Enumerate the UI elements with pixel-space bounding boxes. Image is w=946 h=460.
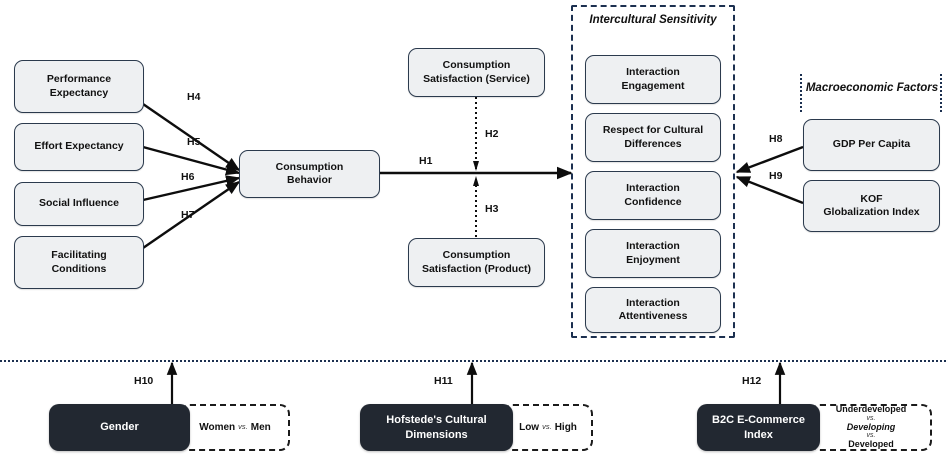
node-performance-expectancy[interactable]: Performance Expectancy (14, 60, 144, 113)
node-consumption-satisfaction-product[interactable]: Consumption Satisfaction (Product) (408, 238, 545, 287)
moderator-vs: vs. (542, 421, 552, 431)
node-respect-for-cultural-differences[interactable]: Respect for Cultural Differences (585, 113, 721, 162)
node-label-line2: Expectancy (49, 86, 109, 99)
label-h5: H5 (187, 136, 201, 148)
node-label-line1: Respect for Cultural (602, 124, 704, 137)
label-h7: H7 (181, 209, 195, 221)
node-label-line2: Globalization Index (823, 206, 920, 218)
node-label-line1: Interaction (626, 240, 680, 253)
moderator-gender[interactable]: Gender (49, 404, 190, 451)
node-interaction-engagement[interactable]: Interaction Engagement (585, 55, 721, 104)
node-label-line1: Consumption (442, 249, 511, 262)
group-border-left-macroeconomic (800, 74, 802, 112)
moderator-vs-2: vs. (866, 432, 876, 440)
node-label-line2: Behavior (287, 174, 332, 186)
node-label-line1: Interaction (626, 66, 680, 79)
edge-h8 (735, 145, 804, 174)
moderator-level-2: Developing (846, 421, 896, 432)
node-label-line2: Enjoyment (626, 253, 680, 266)
moderator-level-1: Underdeveloped (835, 403, 907, 414)
node-consumption-satisfaction-service[interactable]: Consumption Satisfaction (Service) (408, 48, 545, 97)
moderator-separator-line (0, 360, 946, 362)
moderator-hofstede-cultural-dimensions[interactable]: Hofstede's Cultural Dimensions (360, 404, 513, 451)
moderator-label-line1: Hofstede's Cultural (386, 414, 487, 427)
group-intercultural-sensitivity (571, 5, 735, 338)
node-label-line2: Confidence (624, 195, 682, 208)
moderator-level-1: Women (199, 421, 236, 433)
group-title-line2: Factors (896, 82, 939, 94)
moderator-levels-b2c-ecommerce-index: Underdeveloped vs. Developing vs. Develo… (810, 404, 932, 451)
group-title-intercultural-sensitivity: Intercultural Sensitivity (575, 13, 731, 27)
node-interaction-enjoyment[interactable]: Interaction Enjoyment (585, 229, 721, 278)
moderator-vs-1: vs. (866, 414, 876, 422)
moderator-label-line1: Gender (100, 421, 139, 434)
label-h9: H9 (769, 170, 783, 182)
node-effort-expectancy[interactable]: Effort Expectancy (14, 123, 144, 171)
label-h6: H6 (181, 171, 195, 183)
node-label-line2: Differences (624, 137, 682, 150)
node-label-line1: Social Influence (39, 197, 119, 210)
label-h3: H3 (485, 203, 499, 215)
node-label-line2: Engagement (621, 79, 685, 92)
label-h11: H11 (434, 375, 453, 387)
node-gdp-per-capita[interactable]: GDP Per Capita (803, 119, 940, 171)
node-social-influence[interactable]: Social Influence (14, 182, 144, 226)
label-h8: H8 (769, 133, 783, 145)
label-h4: H4 (187, 91, 201, 103)
group-title-line1: Macroeconomic (805, 82, 894, 94)
node-label-line2: Satisfaction (Service) (423, 72, 530, 85)
node-label-line1: Effort Expectancy (34, 140, 124, 153)
node-label-line1: Interaction (626, 182, 680, 195)
label-h1: H1 (419, 155, 433, 167)
moderator-label-line2: Dimensions (405, 428, 468, 441)
moderator-vs: vs. (238, 421, 248, 431)
node-interaction-attentiveness[interactable]: Interaction Attentiveness (585, 287, 721, 333)
group-title-line2: Sensitivity (659, 14, 717, 26)
edge-h5 (142, 145, 241, 176)
node-label-line1: Consumption (442, 59, 511, 72)
node-consumption-behavior[interactable]: Consumption Behavior (239, 150, 380, 198)
node-label-line2: Conditions (51, 262, 107, 275)
node-label-line1: Facilitating (51, 249, 107, 262)
group-title-line1: Intercultural (589, 14, 656, 26)
label-h12: H12 (742, 375, 762, 387)
node-label-line1: GDP Per Capita (832, 138, 911, 151)
moderator-level-2: Men (250, 421, 271, 433)
group-border-right-macroeconomic (940, 74, 942, 112)
node-label-line1: KOF (860, 192, 883, 205)
moderator-b2c-ecommerce-index[interactable]: B2C E-Commerce Index (697, 404, 820, 451)
label-h2: H2 (485, 128, 499, 140)
node-label-line1: Consumption (275, 160, 344, 173)
node-kof-globalization-index[interactable]: KOF Globalization Index (803, 180, 940, 232)
node-label-line2: Satisfaction (Product) (421, 262, 532, 275)
moderator-level-1: Low (519, 421, 540, 433)
node-label-line1: Interaction (626, 296, 680, 309)
moderator-level-2: High (554, 421, 577, 433)
node-facilitating-conditions[interactable]: Facilitating Conditions (14, 236, 144, 289)
node-label-line1: Performance (46, 73, 112, 86)
node-label-line2: Attentiveness (618, 310, 688, 322)
moderator-label-line1: B2C (712, 414, 735, 427)
moderator-level-3: Developed (848, 439, 894, 450)
group-title-macroeconomic-factors: Macroeconomic Factors (804, 81, 940, 95)
node-interaction-confidence[interactable]: Interaction Confidence (585, 171, 721, 220)
label-h10: H10 (134, 375, 154, 387)
moderator-label-line2: E-Commerce Index (737, 414, 805, 441)
